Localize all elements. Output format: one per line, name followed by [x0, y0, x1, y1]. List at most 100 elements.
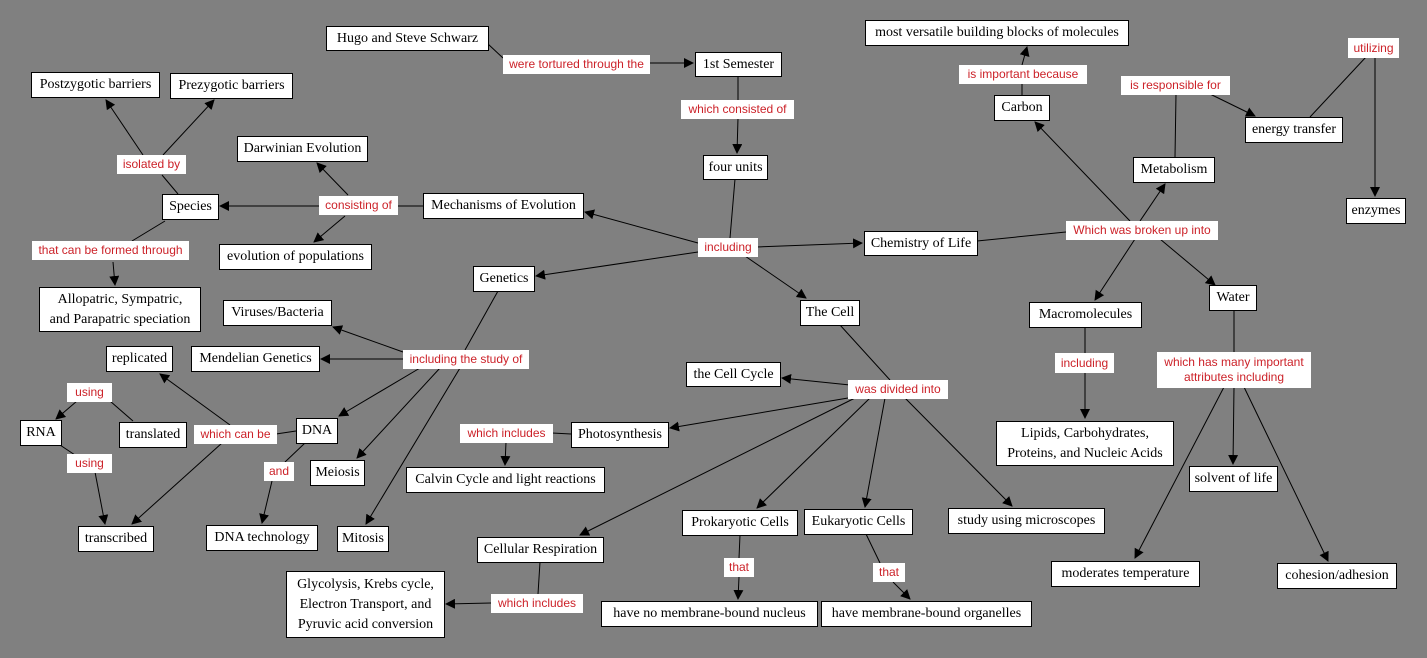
edge-arrow — [94, 471, 109, 525]
link-which-includes-respiration[interactable]: which includes — [491, 594, 583, 613]
link-is-responsible-for[interactable]: is responsible for — [1121, 76, 1230, 95]
concept-rna[interactable]: RNA — [20, 420, 62, 446]
edge-arrow — [55, 400, 78, 420]
link-that-eukaryotic[interactable]: that — [873, 563, 905, 582]
edge-arrow — [1209, 93, 1256, 117]
link-that-prokaryotic[interactable]: that — [724, 558, 754, 577]
concept-photosynthesis[interactable]: Photosynthesis — [571, 422, 669, 448]
concept-versatile-building-blocks[interactable]: most versatile building blocks of molecu… — [865, 20, 1129, 46]
edge-arrow — [316, 162, 349, 196]
link-consisting-of[interactable]: consisting of — [319, 196, 398, 215]
concept-species[interactable]: Species — [162, 194, 219, 220]
concept-dna-technology[interactable]: DNA technology — [206, 525, 318, 551]
concept-enzymes[interactable]: enzymes — [1346, 198, 1406, 224]
concept-mechanisms-of-evolution[interactable]: Mechanisms of Evolution — [423, 193, 584, 219]
concept-prezygotic-barriers[interactable]: Prezygotic barriers — [170, 73, 293, 99]
edge-arrow — [162, 99, 215, 156]
link-utilizing[interactable]: utilizing — [1348, 38, 1399, 58]
concept-chemistry-of-life[interactable]: Chemistry of Life — [864, 231, 978, 256]
link-which-can-be[interactable]: which can be — [194, 425, 277, 444]
edge-arrow — [861, 397, 886, 508]
link-including-main[interactable]: including — [698, 238, 758, 257]
concept-moderates-temperature[interactable]: moderates temperature — [1051, 561, 1200, 587]
edge-arrow — [781, 373, 851, 386]
concept-metabolism[interactable]: Metabolism — [1133, 157, 1215, 183]
edge-arrow — [892, 581, 911, 600]
concept-cohesion-adhesion[interactable]: cohesion/adhesion — [1277, 563, 1397, 589]
concept-genetics[interactable]: Genetics — [473, 266, 535, 292]
edge — [109, 400, 134, 422]
edge-arrow — [105, 99, 144, 156]
edge-arrow — [1134, 386, 1225, 559]
concept-cell-cycle[interactable]: the Cell Cycle — [686, 362, 781, 387]
concept-water[interactable]: Water — [1209, 285, 1257, 311]
edge-arrow — [313, 215, 346, 243]
link-broken-up-into[interactable]: Which was broken up into — [1066, 221, 1218, 240]
link-were-tortured[interactable]: were tortured through the — [503, 55, 650, 74]
concept-cellular-respiration[interactable]: Cellular Respiration — [477, 537, 604, 563]
concept-speciation[interactable]: Allopatric, Sympatric, and Parapatric sp… — [39, 287, 201, 332]
concept-eukaryotic-cells[interactable]: Eukaryotic Cells — [804, 509, 913, 535]
link-isolated-by[interactable]: isolated by — [117, 155, 186, 174]
edge-arrow — [535, 251, 699, 280]
edge — [738, 534, 741, 559]
concept-darwinian-evolution[interactable]: Darwinian Evolution — [237, 136, 368, 162]
link-using-bottom[interactable]: using — [67, 454, 112, 473]
edge-arrow — [732, 117, 743, 154]
link-which-consisted-of[interactable]: which consisted of — [681, 100, 794, 119]
concept-study-microscopes[interactable]: study using microscopes — [948, 508, 1105, 534]
edge — [487, 43, 504, 59]
link-which-includes-photosynthesis[interactable]: which includes — [460, 424, 553, 443]
concept-prokaryotic-cells[interactable]: Prokaryotic Cells — [682, 510, 798, 536]
concept-translated[interactable]: translated — [119, 422, 187, 448]
concept-dna[interactable]: DNA — [296, 418, 338, 444]
concept-no-membrane-nucleus[interactable]: have no membrane-bound nucleus — [601, 601, 818, 627]
concept-lipids-carbs-proteins[interactable]: Lipids, Carbohydrates, Proteins, and Nuc… — [996, 421, 1174, 466]
edge-arrow — [756, 238, 863, 249]
link-was-divided-into[interactable]: was divided into — [848, 380, 948, 399]
link-including-study-of[interactable]: including the study of — [403, 350, 529, 369]
concept-carbon[interactable]: Carbon — [994, 95, 1050, 121]
concept-calvin-cycle[interactable]: Calvin Cycle and light reactions — [406, 467, 605, 493]
concept-glycolysis[interactable]: Glycolysis, Krebs cycle, Electron Transp… — [286, 571, 445, 638]
edge-arrow — [1228, 386, 1239, 465]
link-including-macromolecules[interactable]: including — [1055, 353, 1114, 373]
concept-the-cell[interactable]: The Cell — [800, 300, 860, 326]
edge — [59, 444, 76, 456]
link-is-important-because[interactable]: is important because — [959, 65, 1087, 84]
edge — [537, 561, 541, 595]
concept-postzygotic-barriers[interactable]: Postzygotic barriers — [31, 72, 160, 98]
concept-replicated[interactable]: replicated — [106, 346, 173, 372]
edge-arrow — [365, 367, 461, 525]
concept-mendelian-genetics[interactable]: Mendelian Genetics — [191, 346, 320, 372]
link-many-important-attributes[interactable]: which has many important attributes incl… — [1157, 352, 1311, 388]
concept-membrane-organelles[interactable]: have membrane-bound organelles — [821, 601, 1032, 627]
edge-arrow — [356, 367, 441, 459]
edge-arrow — [1034, 121, 1131, 222]
edge — [1174, 93, 1177, 158]
concept-transcribed[interactable]: transcribed — [78, 526, 154, 552]
edge — [729, 178, 736, 239]
concept-energy-transfer[interactable]: energy transfer — [1245, 117, 1343, 143]
concept-solvent-of-life[interactable]: solvent of life — [1189, 466, 1278, 492]
concept-four-units[interactable]: four units — [703, 155, 768, 180]
edge-arrow — [1019, 46, 1030, 66]
concept-1st-semester[interactable]: 1st Semester — [695, 52, 782, 77]
concept-meiosis[interactable]: Meiosis — [310, 460, 365, 486]
edge — [551, 432, 572, 435]
concept-hugo-and-steve-schwarz[interactable]: Hugo and Steve Schwarz — [326, 26, 489, 51]
concept-macromolecules[interactable]: Macromolecules — [1029, 302, 1142, 328]
link-and[interactable]: and — [264, 462, 294, 481]
concept-viruses-bacteria[interactable]: Viruses/Bacteria — [223, 300, 332, 326]
concept-evolution-of-populations[interactable]: evolution of populations — [219, 244, 372, 270]
edge-arrow — [744, 255, 807, 299]
edge-arrow — [733, 576, 744, 600]
edge — [161, 174, 179, 195]
edge-arrow — [584, 209, 699, 244]
link-formed-through[interactable]: that can be formed through — [32, 241, 189, 260]
edge-arrow — [332, 325, 404, 353]
link-using-top[interactable]: using — [67, 383, 112, 402]
edge-arrow — [159, 373, 231, 426]
concept-mitosis[interactable]: Mitosis — [337, 526, 389, 552]
edge — [284, 442, 306, 463]
